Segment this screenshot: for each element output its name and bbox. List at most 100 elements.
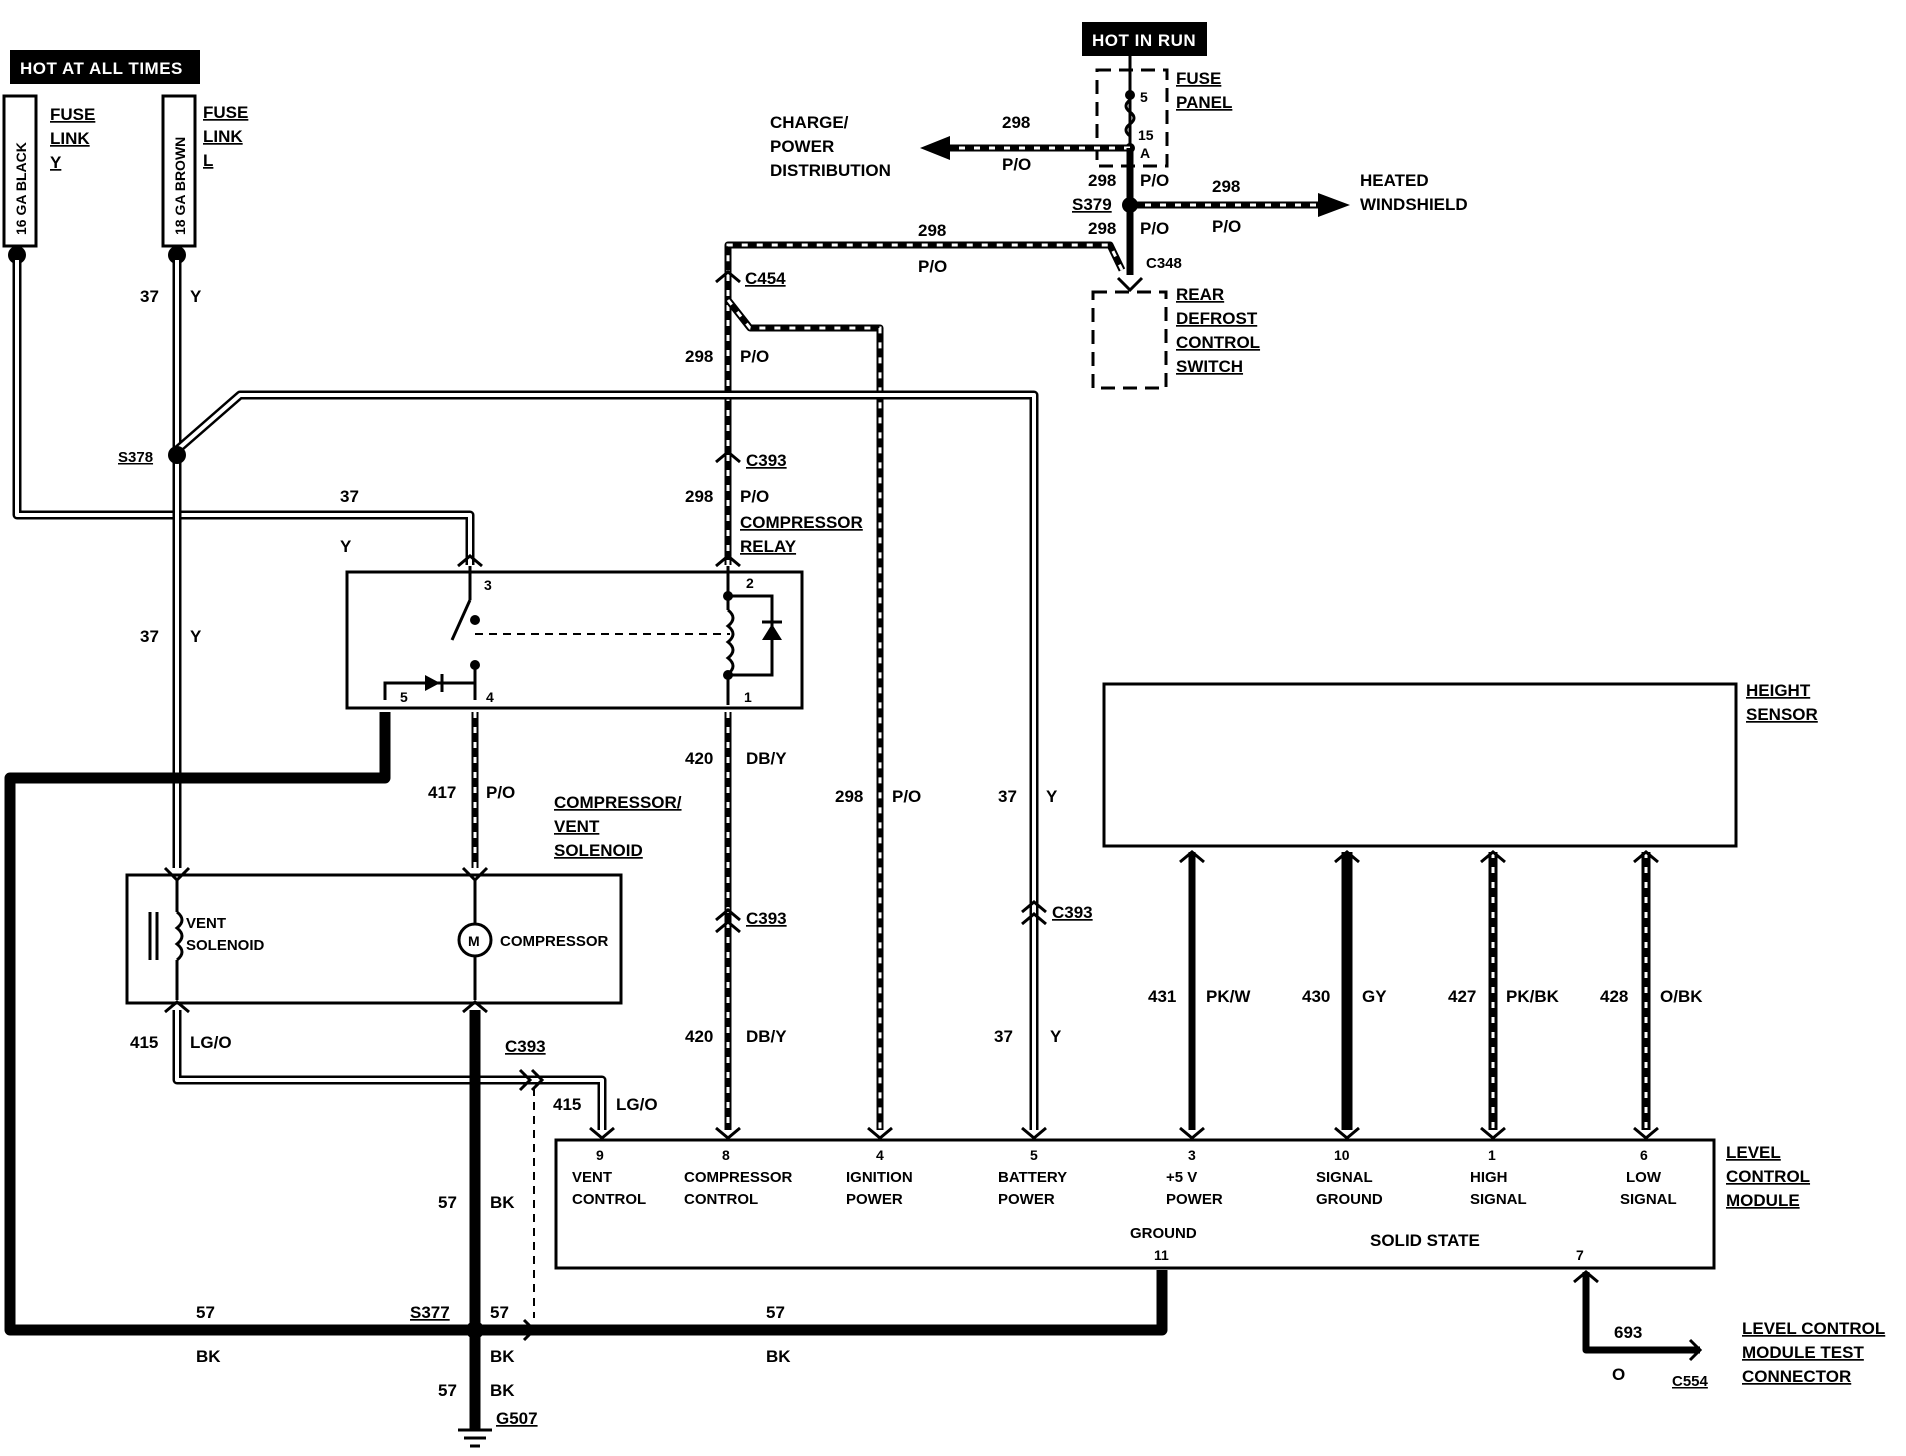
wire-298-distribution (724, 136, 1350, 275)
wire-430-code: 430 (1302, 987, 1330, 1006)
wire-431-code: 431 (1148, 987, 1176, 1006)
charge-label-2: POWER (770, 137, 834, 156)
svg-text:POWER: POWER (846, 1191, 903, 1208)
wire-57-code-b: 57 (196, 1303, 215, 1322)
fuse-panel-unit: A (1140, 145, 1150, 161)
wire-430-color: GY (1362, 987, 1387, 1006)
wire-298-color-b: P/O (1140, 171, 1169, 190)
svg-text:POWER: POWER (1166, 1191, 1223, 1208)
wire-57-color-b: BK (196, 1347, 221, 1366)
test-connector-line2: MODULE TEST (1742, 1343, 1864, 1362)
module-test-pin: 7 (1576, 1247, 1584, 1263)
wire-298-main-feeds (724, 275, 884, 1130)
wire-37-color-b: Y (340, 537, 352, 556)
svg-text:HIGH: HIGH (1470, 1169, 1508, 1186)
connector-c454: C454 (745, 269, 786, 288)
wire-415-color-a: LG/O (190, 1033, 232, 1052)
wire-298-code-d: 298 (1088, 219, 1116, 238)
height-sensor-line1: HEIGHT (1746, 681, 1811, 700)
switch-line3: CONTROL (1176, 333, 1260, 352)
motor-symbol: M (468, 933, 480, 949)
wire-37-y (12, 260, 1039, 1130)
connector-c393-a: C393 (746, 451, 787, 470)
rear-defrost-switch: REAR DEFROST CONTROL SWITCH (1091, 276, 1260, 390)
wire-298-code-a: 298 (1002, 113, 1030, 132)
wire-37-color-c: Y (190, 627, 202, 646)
sensor-wires (1188, 852, 1651, 1130)
wire-417-code: 417 (428, 783, 456, 802)
compressor-solenoid-assembly: VENT SOLENOID M COMPRESSOR (125, 866, 623, 1005)
wire-298-code-h: 298 (835, 787, 863, 806)
svg-text:LOW: LOW (1626, 1169, 1662, 1186)
module-pin-9: 9 VENT CONTROL (572, 1147, 646, 1208)
wire-428-color: O/BK (1660, 987, 1703, 1006)
heated-label-1: HEATED (1360, 171, 1429, 190)
wire-427-code: 427 (1448, 987, 1476, 1006)
wire-298-color-c: P/O (1212, 217, 1241, 236)
connector-c393-e: C393 (1052, 903, 1093, 922)
fuse-link-y-id: Y (50, 153, 62, 172)
wire-298-color-e: P/O (918, 257, 947, 276)
module-title-2: CONTROL (1726, 1167, 1810, 1186)
wire-298-code-g: 298 (685, 487, 713, 506)
wire-431-color: PK/W (1206, 987, 1251, 1006)
splice-s379: S379 (1072, 195, 1112, 214)
wire-37-color-a: Y (190, 287, 202, 306)
solenoid-label-3: SOLENOID (554, 841, 643, 860)
solenoid-label-2: VENT (554, 817, 600, 836)
wire-420-color-a: DB/Y (746, 749, 787, 768)
wire-298-code-b: 298 (1088, 171, 1116, 190)
wire-37-code-e: 37 (994, 1027, 1013, 1046)
wire-298-code-f: 298 (685, 347, 713, 366)
height-sensor-line2: SENSOR (1746, 705, 1818, 724)
splice-s377: S377 (410, 1303, 450, 1322)
wire-417-color: P/O (486, 783, 515, 802)
svg-text:10: 10 (1334, 1147, 1350, 1163)
svg-text:SIGNAL: SIGNAL (1470, 1191, 1527, 1208)
wire-298-code-c: 298 (1212, 177, 1240, 196)
svg-text:POWER: POWER (998, 1191, 1055, 1208)
module-pin-3: 3 +5 V POWER (1166, 1147, 1223, 1208)
test-connector-line1: LEVEL CONTROL (1742, 1319, 1885, 1338)
fuse-link-y-title: FUSE (50, 105, 95, 124)
module-pin-arrows (589, 850, 1659, 1140)
relay-pin-4: 4 (486, 689, 494, 705)
charge-label-3: DISTRIBUTION (770, 161, 891, 180)
switch-line1: REAR (1176, 285, 1224, 304)
svg-text:BATTERY: BATTERY (998, 1169, 1067, 1186)
svg-text:SIGNAL: SIGNAL (1316, 1169, 1373, 1186)
fuse-panel-line2: PANEL (1176, 93, 1232, 112)
fuse-panel-rating: 15 (1138, 127, 1154, 143)
wire-420-code-a: 420 (685, 749, 713, 768)
wire-57-code-a: 57 (438, 1193, 457, 1212)
svg-text:CONTROL: CONTROL (572, 1191, 646, 1208)
level-control-module: 9 VENT CONTROL 8 COMPRESSOR CONTROL 4 IG… (554, 1138, 1810, 1270)
svg-text:4: 4 (876, 1147, 884, 1163)
module-pin-1: 1 HIGH SIGNAL (1470, 1147, 1527, 1208)
fuse-panel-pin-5: 5 (1140, 89, 1148, 105)
wire-57-code-d: 57 (766, 1303, 785, 1322)
module-title-1: LEVEL (1726, 1143, 1781, 1162)
module-ground-pin: 11 (1154, 1247, 1169, 1263)
fuse-link-l: 18 GA BROWN FUSE LINK L (161, 94, 248, 264)
svg-text:5: 5 (1030, 1147, 1038, 1163)
hot-in-run-banner: HOT IN RUN (1082, 22, 1207, 56)
relay-label-line2: RELAY (740, 537, 797, 556)
heated-label-2: WINDSHIELD (1360, 195, 1468, 214)
module-solid-state: SOLID STATE (1370, 1231, 1480, 1250)
connector-c348: C348 (1146, 255, 1182, 272)
wire-57-color-a: BK (490, 1193, 515, 1212)
module-pin-8: 8 COMPRESSOR CONTROL (684, 1147, 793, 1208)
charge-label-1: CHARGE/ (770, 113, 849, 132)
wire-57-code-e: 57 (438, 1381, 457, 1400)
wire-693 (1573, 1270, 1703, 1362)
solenoid-label-1: COMPRESSOR/ (554, 793, 682, 812)
hot-at-all-times-banner: HOT AT ALL TIMES (10, 50, 200, 84)
module-title-3: MODULE (1726, 1191, 1800, 1210)
fuse-link-y: 16 GA BLACK FUSE LINK Y (2, 94, 95, 264)
svg-text:GROUND: GROUND (1316, 1191, 1383, 1208)
vent-solenoid-line1: VENT (186, 915, 226, 932)
wire-415 (172, 1010, 607, 1130)
hot-in-run-label: HOT IN RUN (1092, 31, 1196, 50)
relay-pin-2: 2 (746, 575, 754, 591)
